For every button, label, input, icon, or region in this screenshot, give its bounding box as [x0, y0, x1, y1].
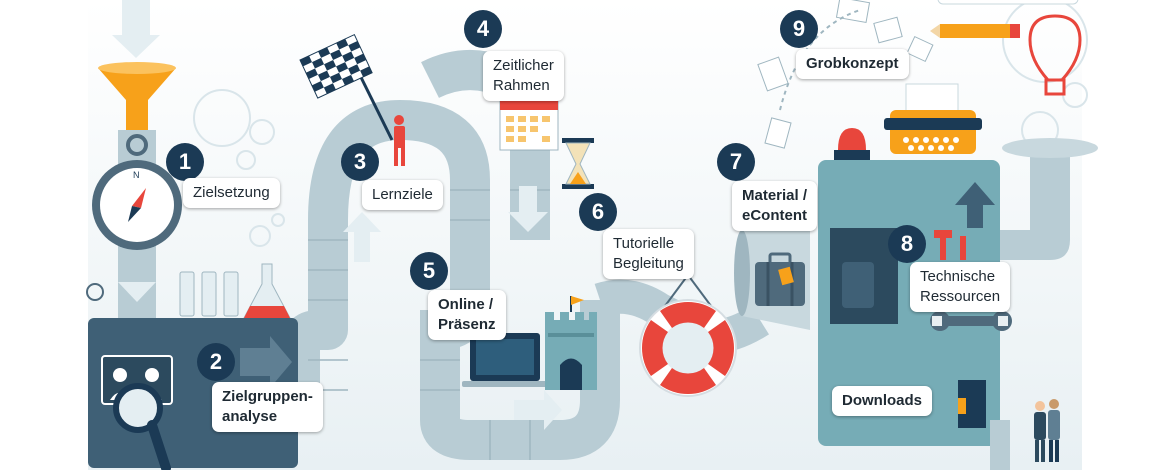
step-2-label: Zielgruppen- analyse: [212, 382, 323, 432]
downloads-label[interactable]: Downloads: [832, 386, 933, 416]
flag-icon: [299, 33, 405, 166]
papers-decoration: [757, 0, 934, 149]
typewriter-icon: [884, 83, 982, 154]
step-2-number: 2: [197, 343, 235, 381]
step-7-label: Material / eContent: [732, 181, 818, 231]
beakers-icon: [179, 263, 291, 319]
step-6-label: Tutorielle Begleitung: [603, 229, 694, 279]
step-3-number: 3: [341, 143, 379, 181]
step-9-number: 9: [780, 10, 818, 48]
lightbulb-icon: [1028, 14, 1082, 96]
step-8-number: 8: [888, 225, 926, 263]
lifebuoy-icon: [639, 274, 737, 397]
cropped-label: [937, 0, 1079, 5]
step-1-label: Zielsetzung: [183, 178, 280, 208]
step-3-label: Lernziele: [362, 180, 443, 210]
step-8-label: Technische Ressourcen: [910, 262, 1011, 312]
step-5-label: Online / Präsenz: [428, 290, 506, 340]
hourglass-icon: [562, 138, 594, 189]
hammer-icon: [934, 230, 966, 260]
step-7-number: 7: [717, 143, 755, 181]
suitcase-icon: [755, 252, 874, 308]
castle-icon: [545, 296, 597, 390]
compass-icon: N: [92, 134, 182, 250]
laptop-icon: [462, 333, 548, 387]
step-9-label: Grobkonzept: [796, 49, 909, 79]
pencil-icon: [930, 24, 1020, 38]
siren-icon: [834, 128, 870, 160]
people-figure: [1034, 399, 1060, 462]
magnifier-icon: [113, 383, 171, 470]
step-1-number: 1: [166, 143, 204, 181]
step-4-number: 4: [464, 10, 502, 48]
step-4-label: Zeitlicher Rahmen: [483, 51, 564, 101]
wrench-icon: [930, 311, 1012, 331]
calendar-icon: [499, 99, 559, 151]
svg-text:N: N: [133, 170, 140, 180]
step-5-number: 5: [410, 252, 448, 290]
step-6-number: 6: [579, 193, 617, 231]
